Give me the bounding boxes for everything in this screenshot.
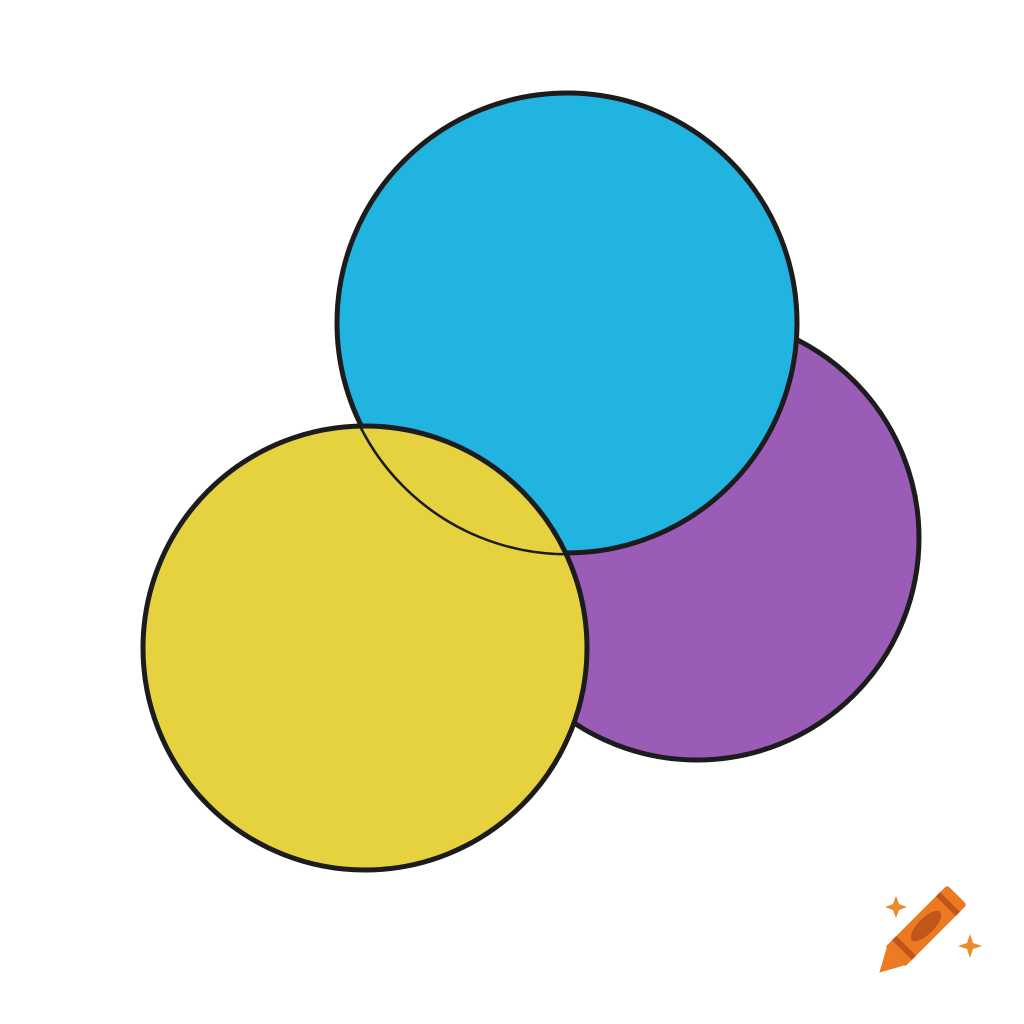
- crayon-icon: [879, 886, 966, 973]
- sparkle-icon: [885, 896, 982, 958]
